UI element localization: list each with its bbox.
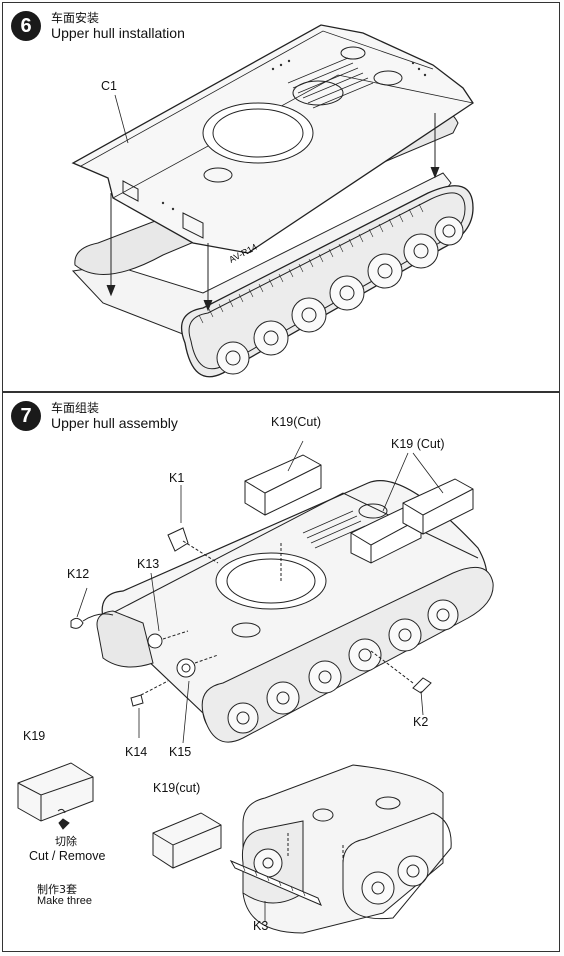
step-6-title-cn: 车面安装	[51, 11, 100, 25]
upper-hull-assembly-drawing	[3, 393, 559, 951]
cut-note-en: Cut / Remove	[29, 849, 106, 863]
step-6-number: 6	[11, 11, 41, 41]
road-wheels	[217, 217, 463, 374]
step-7-title-en: Upper hull assembly	[51, 415, 178, 431]
step-6-title-en: Upper hull installation	[51, 25, 185, 41]
step-7-number: 7	[11, 401, 41, 431]
part-k1-label: K1	[169, 471, 185, 485]
part-k3-label: K3	[253, 919, 269, 933]
step-6-panel: 6 车面安装 Upper hull installation	[2, 2, 560, 392]
step-7-panel: 7 车面组装 Upper hull assembly	[2, 392, 560, 952]
step-7-title-cn: 车面组装	[51, 401, 100, 415]
part-k19-cut-label-lower: K19(cut)	[153, 781, 201, 795]
part-c1-label: C1	[101, 79, 117, 93]
make-note-en: Make three	[37, 895, 93, 907]
upper-hull-installation-drawing: AV-R14	[3, 3, 559, 391]
part-k12-label: K12	[67, 567, 90, 581]
part-k15-label: K15	[169, 745, 192, 759]
part-k13-label: K13	[137, 557, 160, 571]
make-note-cn: 制作3套	[37, 883, 77, 896]
part-k19-cut-label-right: K19 (Cut)	[391, 437, 445, 451]
part-k2-label: K2	[413, 715, 429, 729]
part-k19-box-label: K19	[23, 729, 46, 743]
part-k14-label: K14	[125, 745, 148, 759]
part-k19-cut-label-top: K19(Cut)	[271, 415, 322, 429]
cut-note-cn: 切除	[55, 835, 77, 848]
